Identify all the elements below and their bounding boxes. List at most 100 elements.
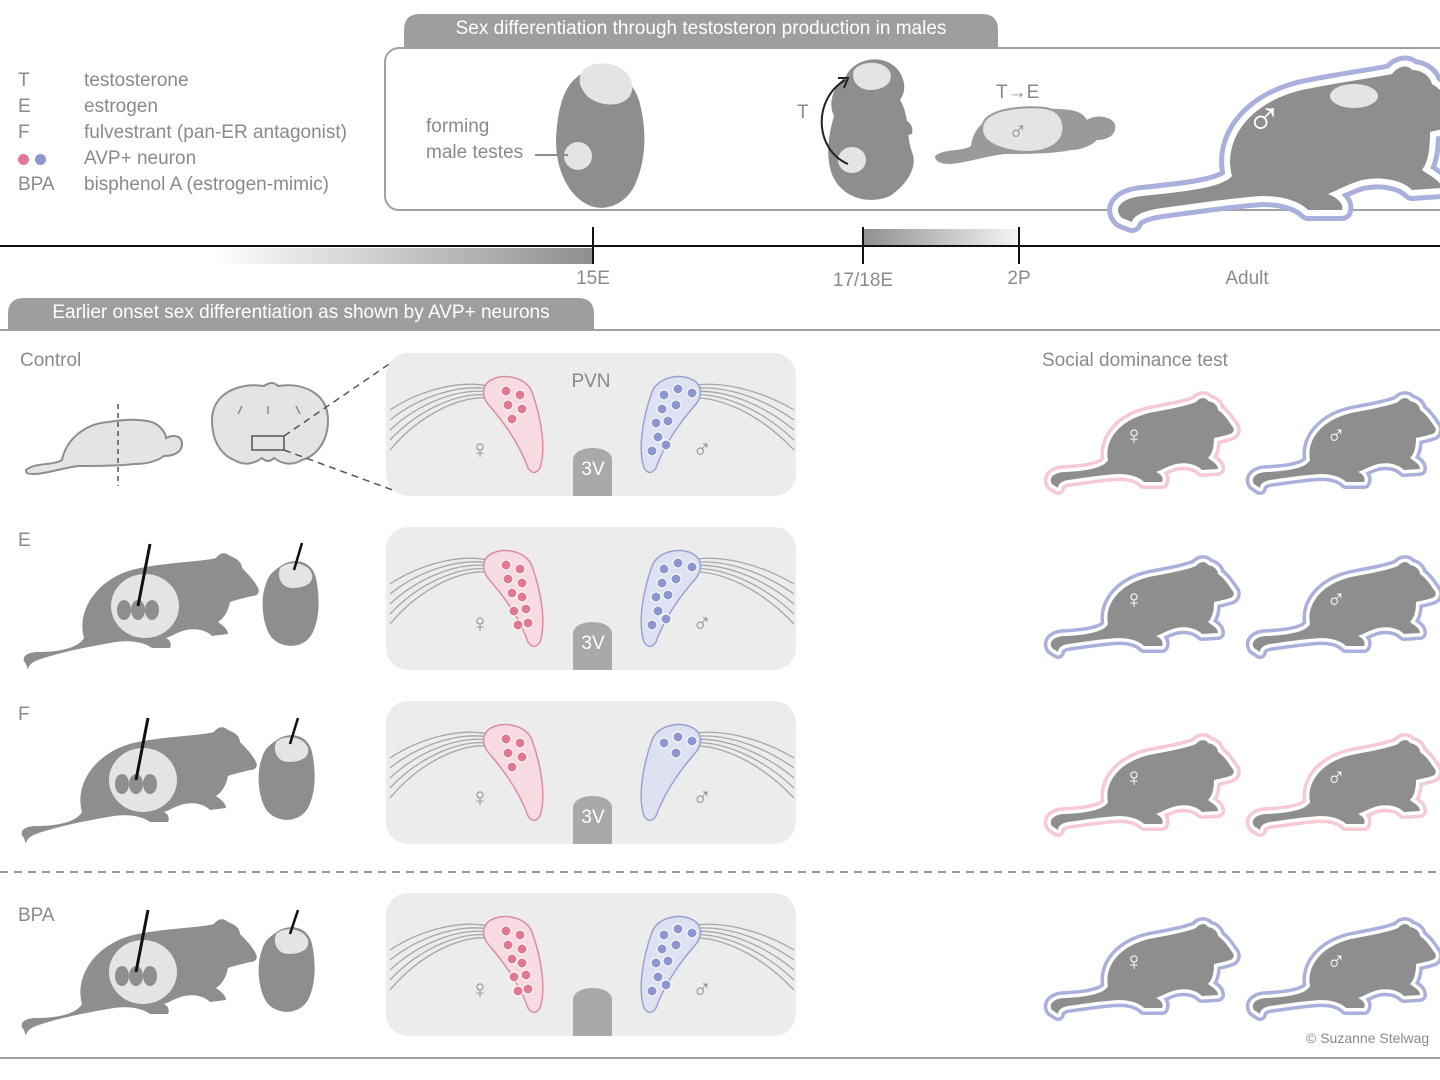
avp-neuron-blue xyxy=(670,399,682,411)
zoom-line-bottom xyxy=(283,449,399,493)
avp-neuron-pink xyxy=(522,983,534,995)
female-symbol-icon: ♀ xyxy=(1124,584,1144,614)
avp-neuron-pink xyxy=(516,403,528,415)
injection-needle-e xyxy=(292,542,304,571)
injection-needle-f xyxy=(288,717,300,745)
tick-label-2p: 2P xyxy=(1007,268,1031,289)
top-panel-tab xyxy=(404,14,998,48)
fiber-line-left xyxy=(389,568,489,615)
female-symbol-icon: ♀ xyxy=(1124,946,1144,976)
avp-neuron-pink xyxy=(508,971,520,983)
ventricle-label: 3V xyxy=(581,807,605,828)
legend-neuron-dots-icon xyxy=(18,153,84,165)
avp-neuron-pink xyxy=(516,577,528,589)
row-label-bpa: BPA xyxy=(18,905,55,926)
avp-neuron-blue xyxy=(650,417,662,429)
legend-key: T xyxy=(18,70,30,91)
fiber-line-right xyxy=(689,571,795,625)
fiber-line-left xyxy=(389,394,489,441)
male-symbol-brain: ♂ xyxy=(1008,116,1028,146)
fiber-line-right xyxy=(689,745,795,799)
avp-neuron-pink xyxy=(514,929,526,941)
third-ventricle xyxy=(573,796,612,844)
injection-needle-bpa xyxy=(288,909,300,935)
avp-neuron-pink xyxy=(506,413,518,425)
legend-key: F xyxy=(18,122,30,143)
tick-label-15e: 15E xyxy=(576,268,610,289)
legend-desc: estrogen xyxy=(84,96,158,117)
third-ventricle xyxy=(573,448,612,496)
pvn-panel: ♀♂ xyxy=(386,893,796,1036)
avp-neuron-pink xyxy=(516,957,528,969)
side-brain-masculinized xyxy=(935,106,1116,164)
fiber-line-left xyxy=(389,387,489,421)
social-rat-male: ♂ xyxy=(1253,740,1436,830)
pvn-nucleus-left xyxy=(482,723,544,822)
pregnant-rat-f xyxy=(21,717,257,844)
avp-neuron-pink xyxy=(516,943,528,955)
tick-label-adult: Adult xyxy=(1225,268,1269,289)
female-symbol-icon: ♀ xyxy=(1124,420,1144,450)
fiber-line-right xyxy=(689,397,795,451)
embryo-bpa xyxy=(258,927,315,1012)
avp-neuron-pink xyxy=(520,603,532,615)
fiber-line-left xyxy=(389,930,489,971)
male-symbol-icon: ♂ xyxy=(692,608,712,638)
avp-neuron-pink xyxy=(500,925,512,937)
avp-neuron-pink xyxy=(512,985,524,997)
blue-neuron-icon xyxy=(35,153,46,165)
embryo-f xyxy=(258,735,315,820)
testosterone-arrow xyxy=(820,79,849,165)
fiber-line-left xyxy=(389,390,489,431)
fiber-line-right xyxy=(689,923,795,951)
avp-neuron-blue xyxy=(656,943,668,955)
avp-neuron-blue xyxy=(660,613,672,625)
fiber-line-right xyxy=(689,557,795,585)
fiber-line-left xyxy=(389,397,489,451)
third-ventricle xyxy=(573,622,612,670)
male-symbol-icon: ♂ xyxy=(1326,946,1346,976)
avp-neuron-pink xyxy=(502,939,514,951)
avp-neuron-pink xyxy=(508,605,520,617)
fiber-line-left xyxy=(389,383,489,411)
fiber-line-left xyxy=(389,557,489,585)
pregnant-rat-e xyxy=(23,543,259,670)
legend-row-t: T testosterone xyxy=(18,68,378,94)
legend-desc: AVP+ neuron xyxy=(84,148,197,169)
avp-neuron-pink xyxy=(500,733,512,745)
arrow-head-icon xyxy=(838,77,850,89)
avp-neuron-blue xyxy=(660,979,672,991)
avp-neuron-blue xyxy=(672,383,684,395)
female-symbol-icon: ♀ xyxy=(1124,762,1144,792)
avp-neuron-blue xyxy=(652,605,664,617)
avp-neuron-blue xyxy=(658,563,670,575)
avp-neuron-pink xyxy=(502,573,514,585)
timeline-gradient-early xyxy=(210,248,592,264)
tick-label-17-18e: 17/18E xyxy=(832,270,894,291)
avp-neuron-blue xyxy=(686,387,698,399)
legend-row-bpa: BPA bisphenol A (estrogen-mimic) xyxy=(18,172,378,198)
fiber-line-left xyxy=(389,923,489,951)
embryo-testosterone xyxy=(828,59,914,200)
legend-row-avp: AVP+ neuron xyxy=(18,146,378,172)
pvn-panel: 3V♀♂ xyxy=(386,527,796,670)
avp-neuron-pink xyxy=(502,747,514,759)
legend-key: E xyxy=(18,96,31,117)
avp-neuron-blue xyxy=(656,577,668,589)
avp-neuron-pink xyxy=(516,751,528,763)
row-label-e: E xyxy=(18,530,31,551)
bottom-panel-frame xyxy=(0,329,1440,1059)
avp-neuron-pink xyxy=(514,563,526,575)
female-symbol-icon: ♀ xyxy=(470,974,490,1004)
avp-neuron-blue xyxy=(672,923,684,935)
social-rat-female: ♀ xyxy=(1051,740,1234,830)
male-symbol-icon: ♂ xyxy=(1326,420,1346,450)
pvn-nucleus-left xyxy=(482,375,544,474)
social-rat-female: ♀ xyxy=(1051,398,1234,488)
embryo-forming-testes xyxy=(556,63,645,208)
fiber-line-left xyxy=(389,927,489,961)
avp-neuron-blue xyxy=(672,731,684,743)
fiber-line-left xyxy=(389,564,489,605)
